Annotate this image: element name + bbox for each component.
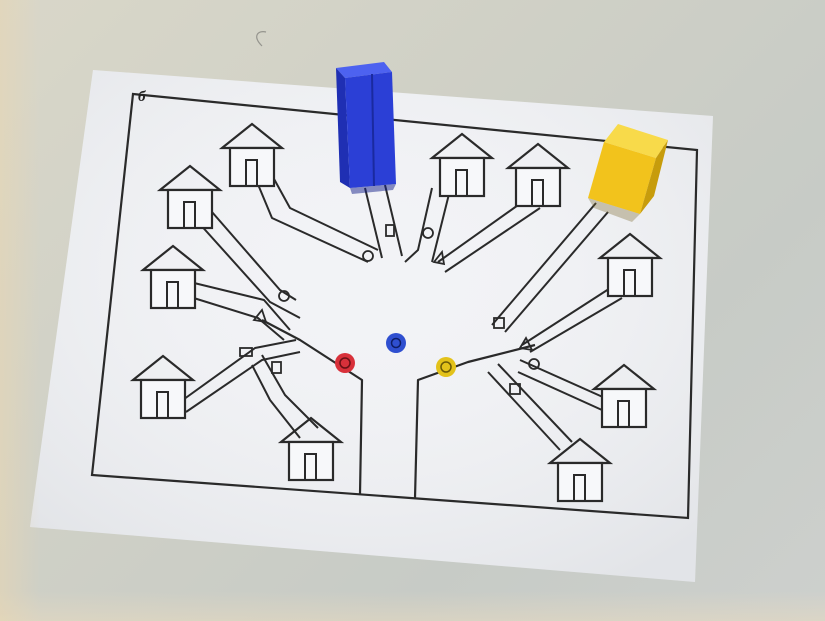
blue-block: [336, 62, 396, 194]
red-marker: [335, 353, 355, 373]
blue-marker: [386, 333, 406, 353]
yellow-marker: [436, 357, 456, 377]
worksheet-label: б: [138, 89, 146, 105]
pencil-mark: [257, 32, 266, 46]
